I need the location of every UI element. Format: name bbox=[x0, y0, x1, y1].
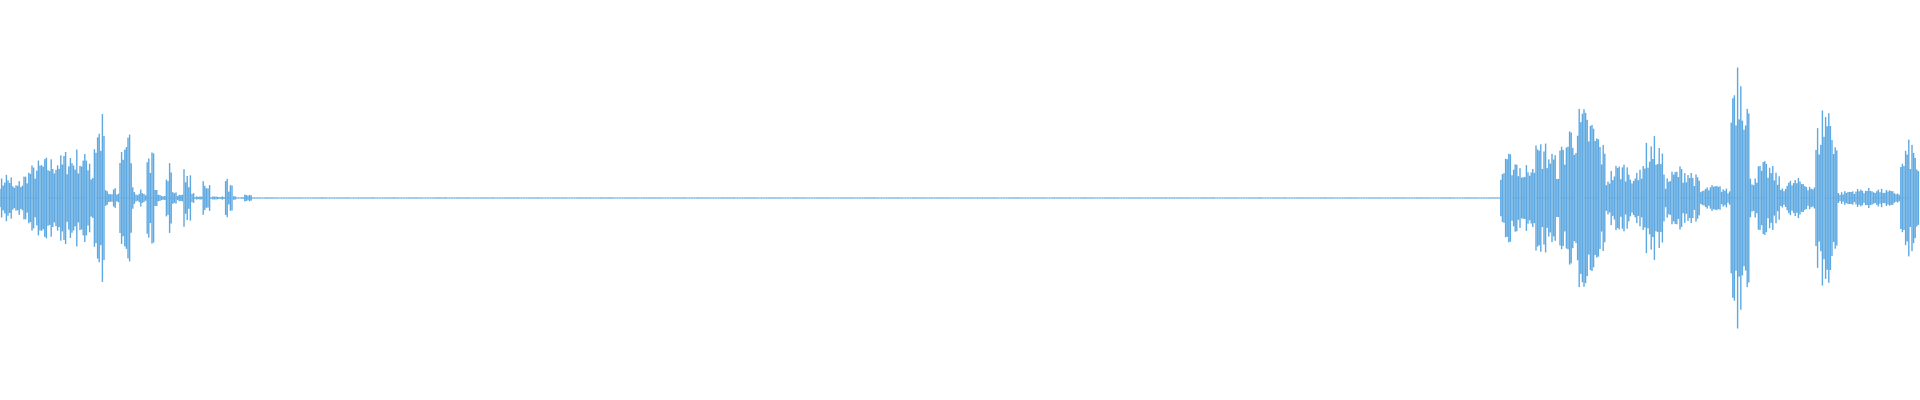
waveform-bars bbox=[0, 67, 1920, 329]
